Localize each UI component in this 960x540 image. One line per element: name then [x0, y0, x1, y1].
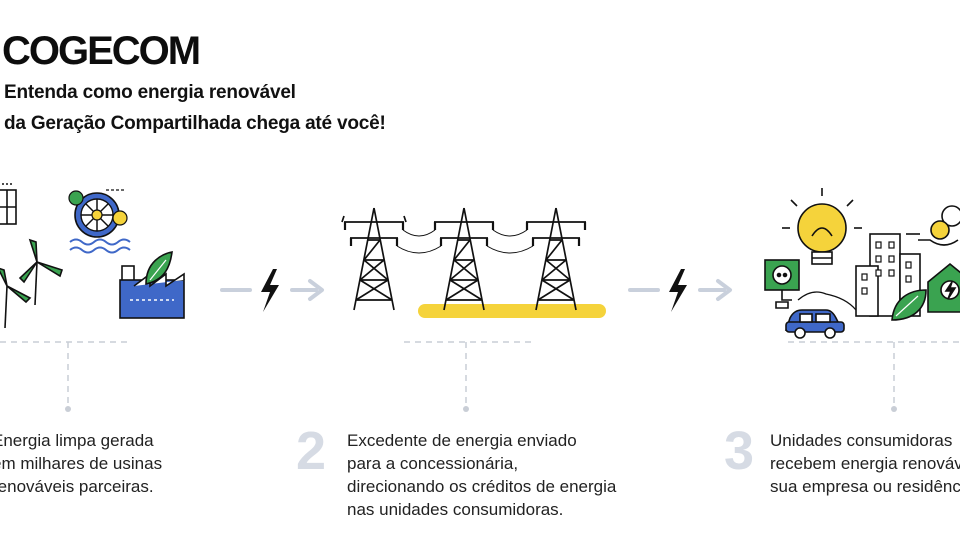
electric-car-icon [784, 291, 857, 339]
hydro-plant-icon [68, 189, 131, 254]
solar-panel-icon [0, 183, 17, 225]
dashed-connector-2 [404, 341, 534, 408]
step-1-line-2: em milhares de usinas [0, 454, 163, 473]
wind-turbine-icon [0, 238, 64, 329]
step-1-line-1: Energia limpa gerada [0, 431, 154, 450]
transmission-tower-icon [433, 207, 495, 311]
headline-line-2: da Geração Compartilhada chega até você! [4, 113, 386, 134]
step-3-number: 3 [724, 421, 755, 481]
dashed-connector-3 [788, 341, 960, 408]
dashed-connector-1 [0, 341, 130, 408]
step-3-line-3: sua empresa ou residência [770, 477, 960, 496]
flow-arrow-1 [220, 269, 324, 312]
city-building-icon [855, 233, 921, 317]
step-2-line-3: direcionando os créditos de energia [347, 477, 617, 496]
power-lines [396, 229, 534, 254]
flow-arrow-2 [628, 269, 732, 312]
bolt-icon [669, 269, 687, 312]
leaf-icon [891, 289, 927, 321]
step-2-line-4: nas unidades consumidoras. [347, 500, 564, 519]
logo-text: COGECOM [2, 30, 199, 70]
step-1-line-3: renováveis parceiras. [0, 477, 154, 496]
energy-bar [418, 304, 606, 318]
step-3-description: Unidades consumidoras recebem energia re… [770, 429, 960, 498]
headline-line-1: Entenda como energia renovável [4, 82, 296, 103]
bolt-icon [261, 269, 279, 312]
step-1-description: Energia limpa gerada em milhares de usin… [0, 429, 162, 498]
step-2-number: 2 [296, 421, 327, 481]
connector-dot-3 [891, 406, 897, 412]
energy-flow-illustration [0, 183, 960, 412]
transmission-tower-icon [525, 207, 587, 311]
coin-hand-icon [906, 205, 960, 246]
connector-dot-2 [463, 406, 469, 412]
biomass-factory-icon [119, 250, 185, 319]
cogecom-logo: COGECOM [2, 30, 201, 70]
step-3-line-2: recebem energia renovável [770, 454, 960, 473]
step-2-description: Excedente de energia enviado para a conc… [347, 429, 616, 521]
light-bulb-icon [782, 188, 862, 265]
electric-outlet-icon [764, 259, 800, 309]
transmission-tower-icon [341, 207, 407, 311]
step-2-line-2: para a concessionária, [347, 454, 519, 473]
green-house-icon [927, 262, 960, 313]
step-2-line-1: Excedente de energia enviado [347, 431, 577, 450]
step-3-line-1: Unidades consumidoras [770, 431, 953, 450]
connector-dot-1 [65, 406, 71, 412]
